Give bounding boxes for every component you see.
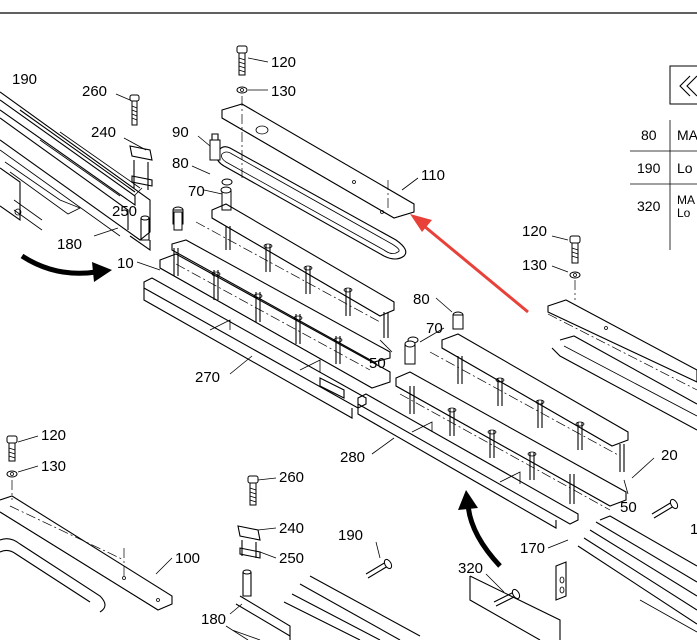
callout-10: 10	[117, 255, 134, 272]
table-row-num-3: 320	[637, 198, 661, 214]
electrode-pins-right	[409, 356, 625, 504]
callout-120-left: 120	[41, 427, 66, 444]
callout-1-partial: 1	[690, 521, 697, 538]
callout-240-top: 240	[91, 124, 116, 141]
plate-270	[143, 277, 367, 419]
callout-120-top: 120	[271, 54, 296, 71]
callout-190-top: 190	[12, 71, 37, 88]
screw-50-right	[651, 498, 679, 519]
table-row-text-3b: Lo	[677, 206, 691, 220]
callout-180-top: 180	[57, 236, 82, 253]
bolt-260-top	[129, 94, 140, 126]
callout-80-top: 80	[172, 155, 189, 172]
callout-70-top: 70	[188, 183, 205, 200]
callout-320: 320	[458, 560, 483, 577]
rotation-arrow-bottom	[458, 490, 502, 568]
callout-120-right: 120	[522, 223, 547, 240]
callout-240-bottom: 240	[279, 520, 304, 537]
bolt-120-left	[6, 435, 18, 500]
table-row-num-1: 80	[641, 127, 657, 143]
table-row-text-3: MA	[677, 193, 695, 207]
callout-100: 100	[175, 550, 200, 567]
table-row-text-2: Lo	[677, 160, 693, 176]
callout-250-top: 250	[112, 203, 137, 220]
callout-130-right: 130	[522, 257, 547, 274]
red-pointer-arrow	[410, 214, 529, 314]
electrode-pins-left	[173, 226, 389, 364]
callout-260-bottom: 260	[279, 469, 304, 486]
callout-130-left: 130	[41, 458, 66, 475]
callout-260-top: 260	[82, 83, 107, 100]
tray-180-bottom	[225, 575, 421, 640]
callout-70-mid: 70	[426, 320, 443, 337]
callout-180-bottom: 180	[201, 611, 226, 628]
bolt-120-top	[236, 45, 248, 94]
screw-190-bottom	[365, 558, 393, 579]
part-90	[209, 133, 221, 161]
callout-130-top: 130	[271, 83, 296, 100]
callout-170: 170	[520, 540, 545, 557]
electrode-plate-lower	[159, 239, 391, 389]
electrode-plate-upper	[211, 203, 395, 317]
top-left-tray-assembly	[0, 91, 151, 252]
callout-190-bottom: 190	[338, 527, 363, 544]
plate-280	[357, 393, 579, 529]
bolt-260-bottom	[247, 475, 259, 506]
table-row-text-1: MA	[677, 127, 697, 143]
callout-280: 280	[340, 449, 365, 466]
callout-270: 270	[195, 369, 220, 386]
electrode-plate-right-lower	[395, 371, 627, 507]
callout-50-bottom: 50	[620, 499, 637, 516]
right-tray-top	[547, 299, 697, 431]
centerlines-right	[399, 351, 621, 511]
bolt-120-right	[569, 235, 581, 300]
gasket-loop	[216, 146, 407, 260]
callout-80-mid: 80	[413, 291, 430, 308]
spacer-70-mid	[404, 340, 416, 365]
callout-110: 110	[421, 167, 445, 184]
screw-320	[493, 588, 521, 607]
rotation-arrow-left	[20, 253, 112, 282]
table-row-num-2: 190	[637, 160, 661, 176]
spacer-70-top	[173, 186, 232, 231]
centerlines-left	[175, 221, 381, 371]
plate-100	[0, 495, 173, 613]
callout-250-bottom: 250	[279, 550, 304, 567]
bracket-240-250-bottom	[237, 525, 261, 597]
callout-labels: 190 260 240 250 180 10 120 130 90 80 70 …	[12, 54, 697, 628]
electrode-plate-right-upper	[441, 333, 629, 447]
callout-90: 90	[172, 124, 189, 141]
callout-50-mid: 50	[369, 355, 386, 372]
leader-lines	[17, 57, 655, 615]
callout-20: 20	[661, 447, 678, 464]
cover-plate-110	[221, 96, 415, 219]
tray-170	[469, 515, 697, 640]
parts-table: 80 MA 190 Lo 320 MA Lo	[630, 65, 697, 250]
